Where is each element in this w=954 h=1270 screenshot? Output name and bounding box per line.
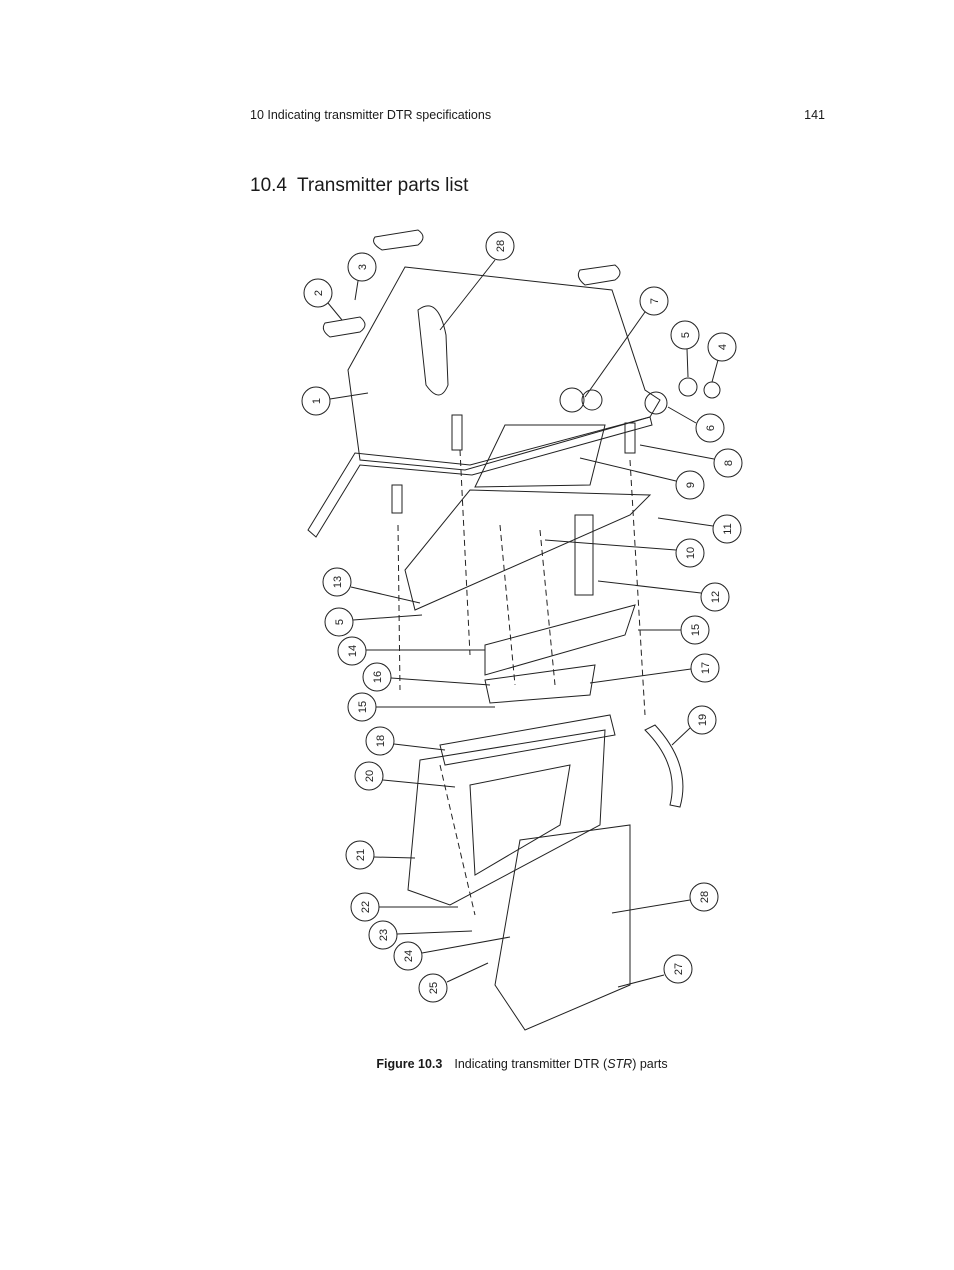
display-board	[469, 764, 571, 876]
callout-10: 10	[544, 538, 705, 568]
svg-text:5: 5	[680, 332, 692, 338]
callout-5-mid: 5	[324, 607, 423, 637]
svg-text:25: 25	[428, 982, 440, 994]
front-frame	[439, 714, 616, 766]
callout-16: 16	[362, 662, 491, 692]
callout-15-right: 15	[638, 615, 710, 645]
callout-25: 25	[418, 962, 489, 1003]
page-number: 141	[804, 108, 825, 122]
interface-board	[484, 664, 596, 704]
standoff-left	[451, 414, 463, 451]
callout-9: 9	[579, 457, 705, 500]
svg-text:9: 9	[685, 482, 697, 488]
caption-text-after: ) parts	[632, 1057, 668, 1071]
svg-text:19: 19	[697, 714, 709, 726]
callout-2: 2	[303, 278, 343, 321]
figure-label: Figure 10.3	[376, 1057, 443, 1071]
gland-seal	[703, 381, 721, 399]
standoff-lid	[391, 484, 403, 514]
diagram-drawing	[307, 229, 721, 1031]
cpu-board	[404, 489, 652, 611]
svg-text:28: 28	[495, 240, 507, 252]
callout-5-top: 5	[670, 320, 700, 378]
callout-15-left: 15	[347, 692, 495, 722]
front-cover	[494, 824, 631, 1031]
svg-text:6: 6	[705, 425, 717, 431]
svg-text:15: 15	[357, 701, 369, 713]
svg-text:12: 12	[710, 591, 722, 603]
svg-text:28: 28	[699, 891, 711, 903]
callout-7: 7	[584, 286, 669, 398]
callout-17: 17	[589, 653, 720, 684]
svg-text:7: 7	[649, 298, 661, 304]
figure-caption: Figure 10.3 Indicating transmitter DTR (S…	[0, 1057, 954, 1071]
callout-21: 21	[345, 840, 416, 870]
callout-1: 1	[301, 386, 369, 416]
callout-11: 11	[657, 514, 742, 544]
svg-text:18: 18	[375, 735, 387, 747]
callout-14: 14	[337, 636, 485, 666]
callout-20: 20	[354, 761, 456, 791]
svg-text:8: 8	[723, 460, 735, 466]
callout-12: 12	[597, 580, 730, 612]
svg-text:17: 17	[700, 662, 712, 674]
display-panel	[407, 729, 606, 906]
svg-text:13: 13	[332, 576, 344, 588]
caption-text-italic: STR	[607, 1057, 633, 1071]
caption-text-before: Indicating transmitter DTR (	[454, 1057, 608, 1071]
svg-text:22: 22	[360, 901, 372, 913]
svg-text:1: 1	[311, 398, 323, 404]
section-heading: 10.4 Transmitter parts list	[250, 175, 468, 197]
callout-28-bottom: 28	[611, 882, 719, 914]
callout-6: 6	[667, 406, 725, 443]
callout-4: 4	[707, 332, 737, 383]
bracket-left	[322, 316, 366, 338]
svg-text:5: 5	[334, 619, 346, 625]
part-callouts: 28 3 2 1 7 5 4 6 8 9 11 10 12 13 5 15 14…	[301, 231, 743, 1003]
standoff-right	[624, 422, 636, 454]
callout-23: 23	[368, 920, 473, 950]
callout-18: 18	[365, 726, 446, 756]
svg-text:3: 3	[357, 264, 369, 270]
svg-text:4: 4	[717, 344, 729, 350]
callout-27: 27	[617, 954, 693, 988]
section-number: 10.4	[250, 175, 287, 196]
bracket-top	[373, 229, 424, 251]
svg-text:21: 21	[355, 849, 367, 861]
callout-24: 24	[393, 936, 511, 971]
callout-8: 8	[639, 444, 743, 478]
cable-gland-2	[581, 389, 603, 411]
terminal-board	[484, 604, 636, 676]
svg-text:23: 23	[378, 929, 390, 941]
enclosure-hinge-handle	[417, 305, 449, 396]
gland-nut	[678, 377, 698, 397]
svg-text:15: 15	[690, 624, 702, 636]
assembly-guide-lines	[397, 449, 646, 916]
svg-text:10: 10	[685, 547, 697, 559]
callout-19: 19	[671, 705, 717, 746]
callout-3: 3	[347, 252, 377, 301]
enclosure-lid-frame	[307, 416, 653, 538]
svg-text:27: 27	[673, 963, 685, 975]
svg-text:14: 14	[347, 645, 359, 657]
callout-22: 22	[350, 892, 458, 922]
svg-text:2: 2	[313, 290, 325, 296]
callout-28-top: 28	[439, 231, 515, 331]
cable-gland-1	[559, 387, 585, 413]
ribbon-cable	[644, 724, 684, 808]
cable-gland-3	[644, 391, 668, 415]
callout-13: 13	[322, 567, 421, 604]
heat-sink	[474, 424, 606, 488]
svg-text:24: 24	[403, 950, 415, 962]
svg-text:11: 11	[722, 523, 734, 534]
bracket-right	[577, 264, 621, 286]
exploded-parts-diagram: 28 3 2 1 7 5 4 6 8 9 11 10 12 13 5 15 14…	[301, 229, 743, 1031]
svg-text:20: 20	[364, 770, 376, 782]
battery-holder	[574, 514, 594, 596]
enclosure-housing	[347, 266, 661, 471]
section-title: Transmitter parts list	[296, 175, 469, 196]
svg-text:16: 16	[372, 671, 384, 683]
running-header-chapter: 10 Indicating transmitter DTR specificat…	[250, 108, 492, 122]
